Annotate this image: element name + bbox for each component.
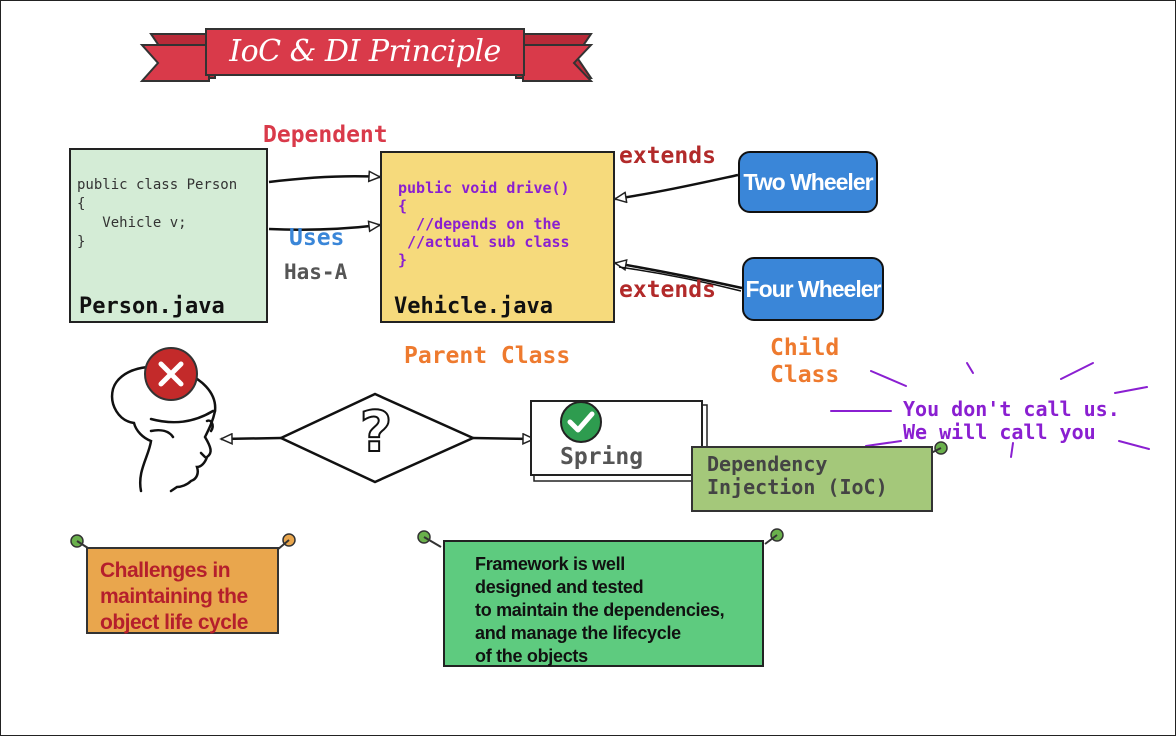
dependency-injection-note: Dependency Injection (IoC)	[691, 446, 933, 512]
extends-four-wheeler-arrow	[615, 263, 743, 290]
challenges-text: Challenges in maintaining the object lif…	[100, 559, 248, 634]
extends-label-top: extends	[619, 143, 716, 169]
extends-label-bottom: extends	[619, 277, 716, 303]
spring-container-box: Spring	[530, 400, 703, 476]
framework-text: Framework is well designed and tested to…	[475, 554, 725, 666]
challenges-note: Challenges in maintaining the object lif…	[86, 547, 279, 634]
vehicle-file-name: Vehicle.java	[394, 294, 553, 319]
dependent-arrow	[268, 176, 380, 184]
person-file-name: Person.java	[79, 294, 225, 319]
check-icon	[560, 401, 602, 443]
person-code: public class Person { Vehicle v; }	[77, 177, 238, 250]
call-emphasis-lines	[830, 362, 1150, 458]
hollywood-principle-line2: We will call you	[903, 420, 1096, 444]
has-a-label: Has-A	[284, 260, 348, 284]
two-wheeler-box: Two Wheeler	[738, 151, 878, 213]
vehicle-code: public void drive() { //depends on the /…	[398, 179, 570, 269]
question-mark: ?	[359, 399, 393, 466]
person-class-box: public class Person { Vehicle v; } Perso…	[69, 148, 268, 323]
error-x-icon	[144, 347, 198, 401]
vehicle-class-box: public void drive() { //depends on the /…	[380, 151, 615, 323]
hollywood-principle-line1: You don't call us.	[903, 397, 1120, 421]
extends-two-wheeler-arrow	[615, 173, 739, 199]
dependent-label: Dependent	[263, 122, 388, 148]
uses-label: Uses	[289, 225, 345, 251]
head-arrow	[221, 438, 282, 439]
uses-arrow	[268, 225, 380, 230]
page-title: IoC & DI Principle	[229, 34, 501, 69]
title-banner	[139, 28, 594, 82]
parent-class-label: Parent Class	[404, 343, 571, 369]
framework-note: Framework is well designed and tested to…	[443, 540, 764, 667]
child-class-label-line1: Child	[770, 335, 840, 361]
four-wheeler-box: Four Wheeler	[742, 257, 884, 321]
spring-arrow	[472, 438, 534, 439]
dependency-injection-text: Dependency Injection (IoC)	[707, 452, 888, 499]
child-class-label-line2: Class	[770, 362, 840, 388]
spring-label: Spring	[560, 444, 644, 470]
